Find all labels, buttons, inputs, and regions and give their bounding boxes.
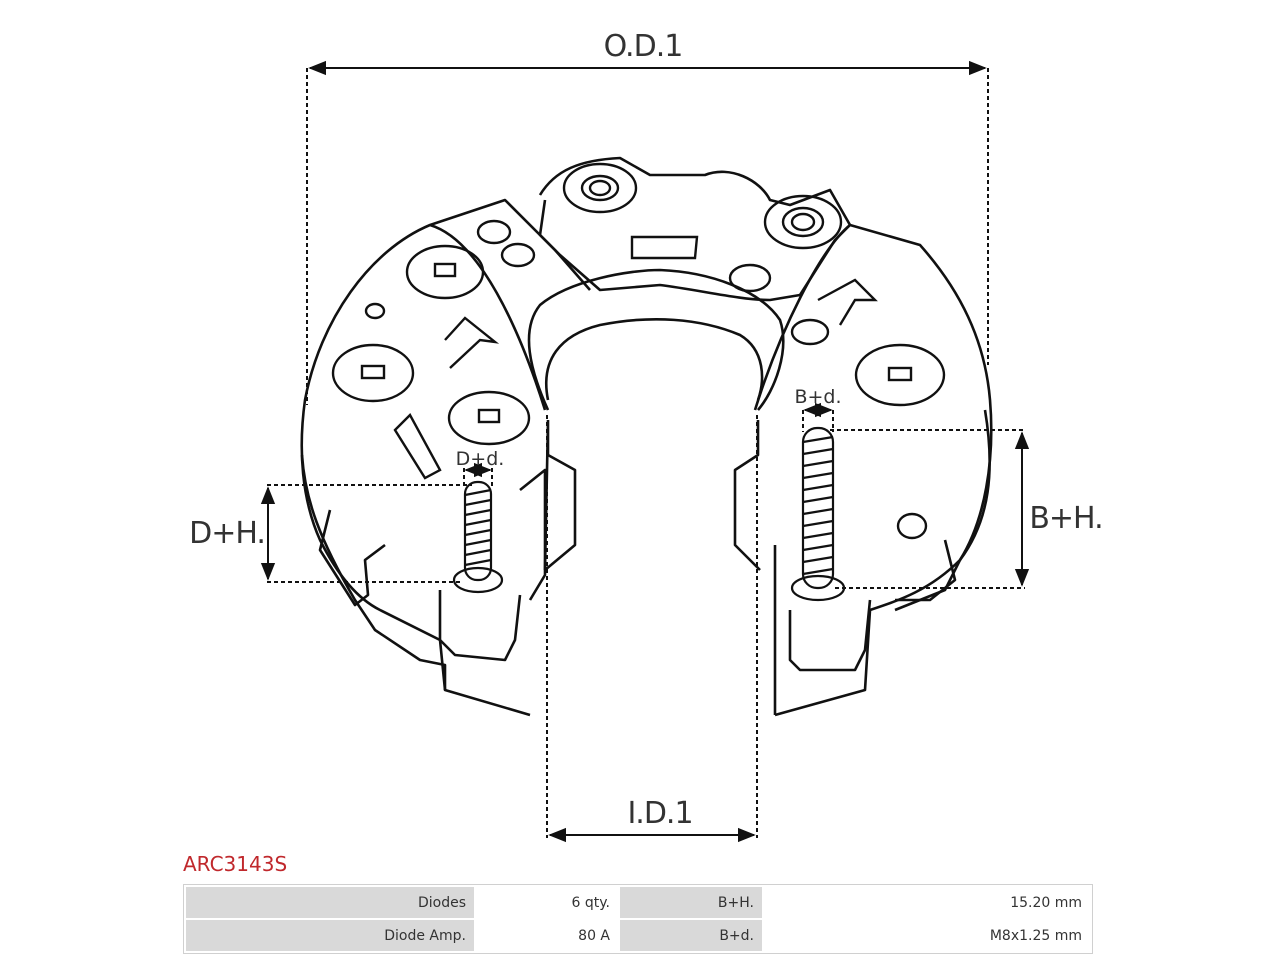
od-label: O.D.1	[604, 29, 683, 64]
rectifier-diagram: O.D.1 I.D.1 D+H. B+H. D+d. B+d.	[189, 29, 1104, 843]
spec-label: B+H.	[620, 887, 762, 918]
id-label: I.D.1	[627, 796, 692, 831]
specs-table: Diodes 6 qty. B+H. 15.20 mm Diode Amp. 8…	[183, 884, 1093, 954]
spec-value: 80 A	[476, 920, 618, 951]
b-stud	[790, 426, 846, 602]
bh-label: B+H.	[1029, 501, 1102, 536]
spec-value: 15.20 mm	[764, 887, 1090, 918]
spec-label: B+d.	[620, 920, 762, 951]
spec-value: M8x1.25 mm	[764, 920, 1090, 951]
rectifier-outline	[300, 156, 993, 717]
product-code: ARC3143S	[183, 852, 288, 876]
spec-label: Diodes	[186, 887, 474, 918]
table-row: Diodes 6 qty. B+H. 15.20 mm	[186, 887, 1090, 918]
dd-label: D+d.	[456, 448, 505, 470]
spec-value: 6 qty.	[476, 887, 618, 918]
rectifier-features	[331, 162, 946, 540]
bd-label: B+d.	[794, 386, 841, 408]
spec-label: Diode Amp.	[186, 920, 474, 951]
table-row: Diode Amp. 80 A B+d. M8x1.25 mm	[186, 920, 1090, 951]
d-stud	[452, 480, 504, 594]
dh-label: D+H.	[189, 516, 265, 551]
